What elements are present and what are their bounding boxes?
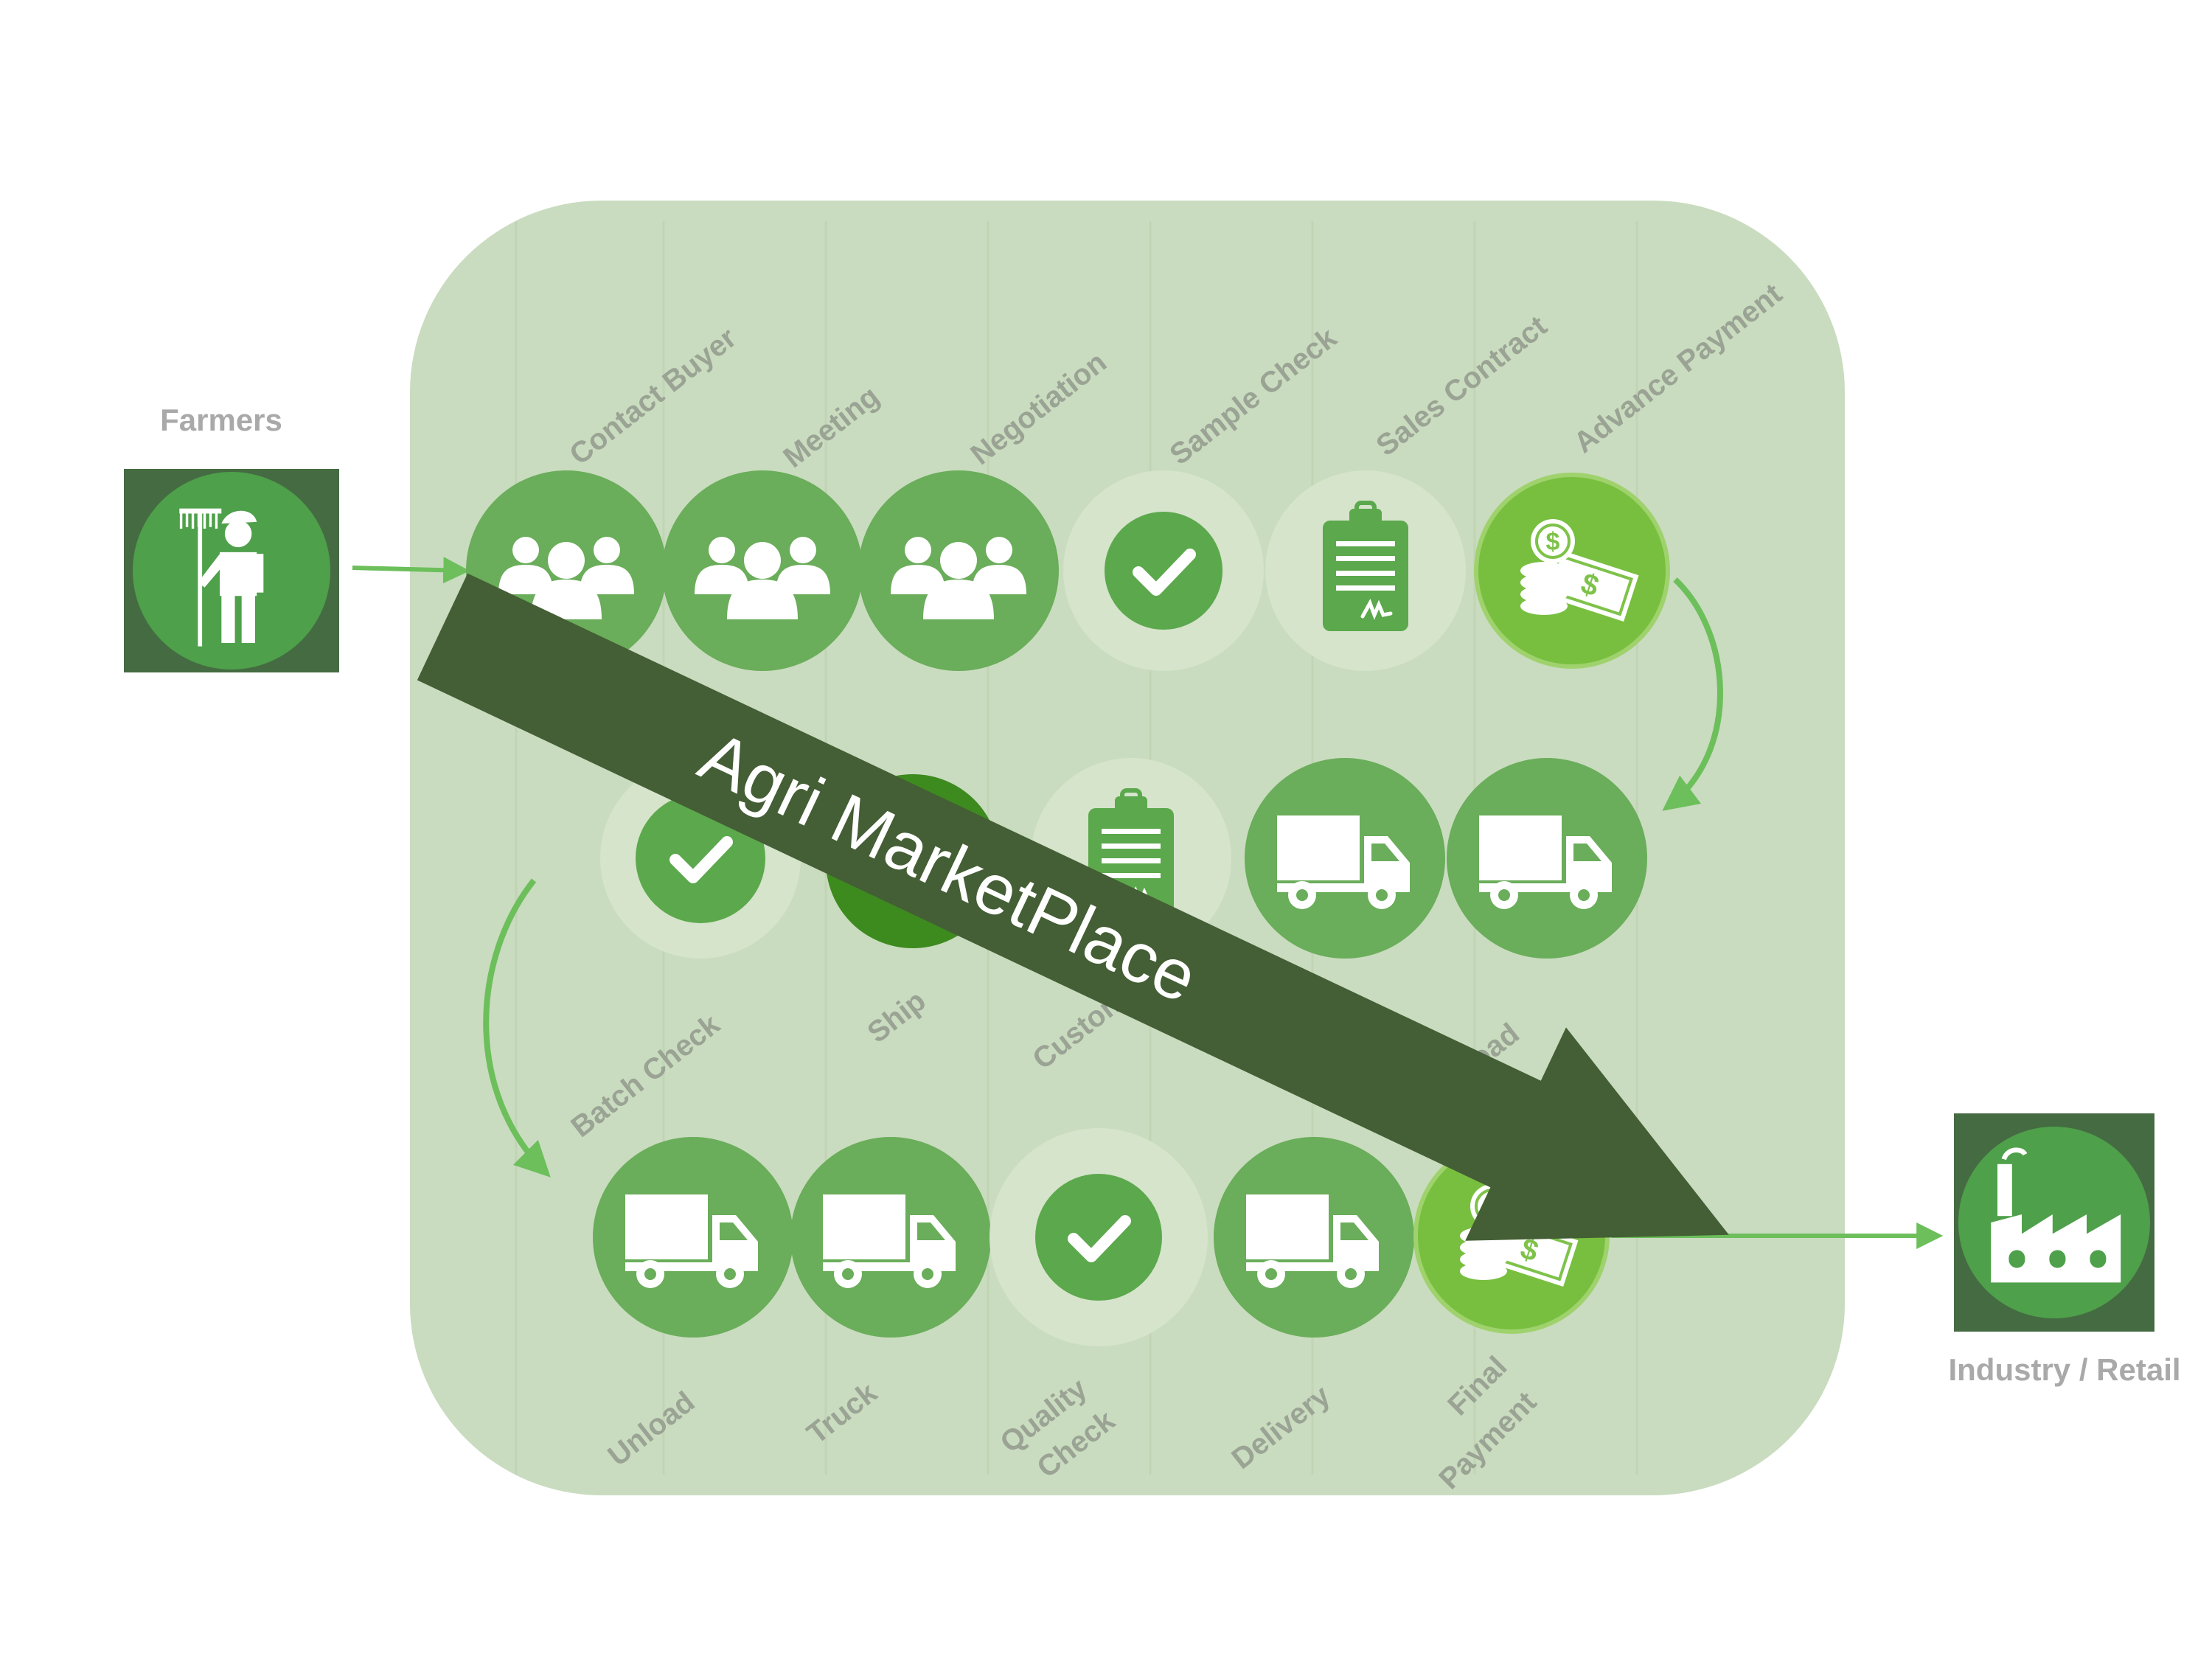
step-port-truck (1245, 758, 1445, 959)
banner-arrow-shape (417, 573, 1729, 1241)
industry-disc (1958, 1127, 2150, 1318)
row1-to-row2-arrow (1662, 577, 1723, 811)
farmers-to-contact-arrow (352, 557, 470, 584)
clipboard-contract-icon (1323, 503, 1408, 631)
farmers-label: Farmers (160, 403, 282, 437)
row2-to-row3-arrow (483, 878, 551, 1178)
industry-label: Industry / Retail (1948, 1352, 2180, 1387)
